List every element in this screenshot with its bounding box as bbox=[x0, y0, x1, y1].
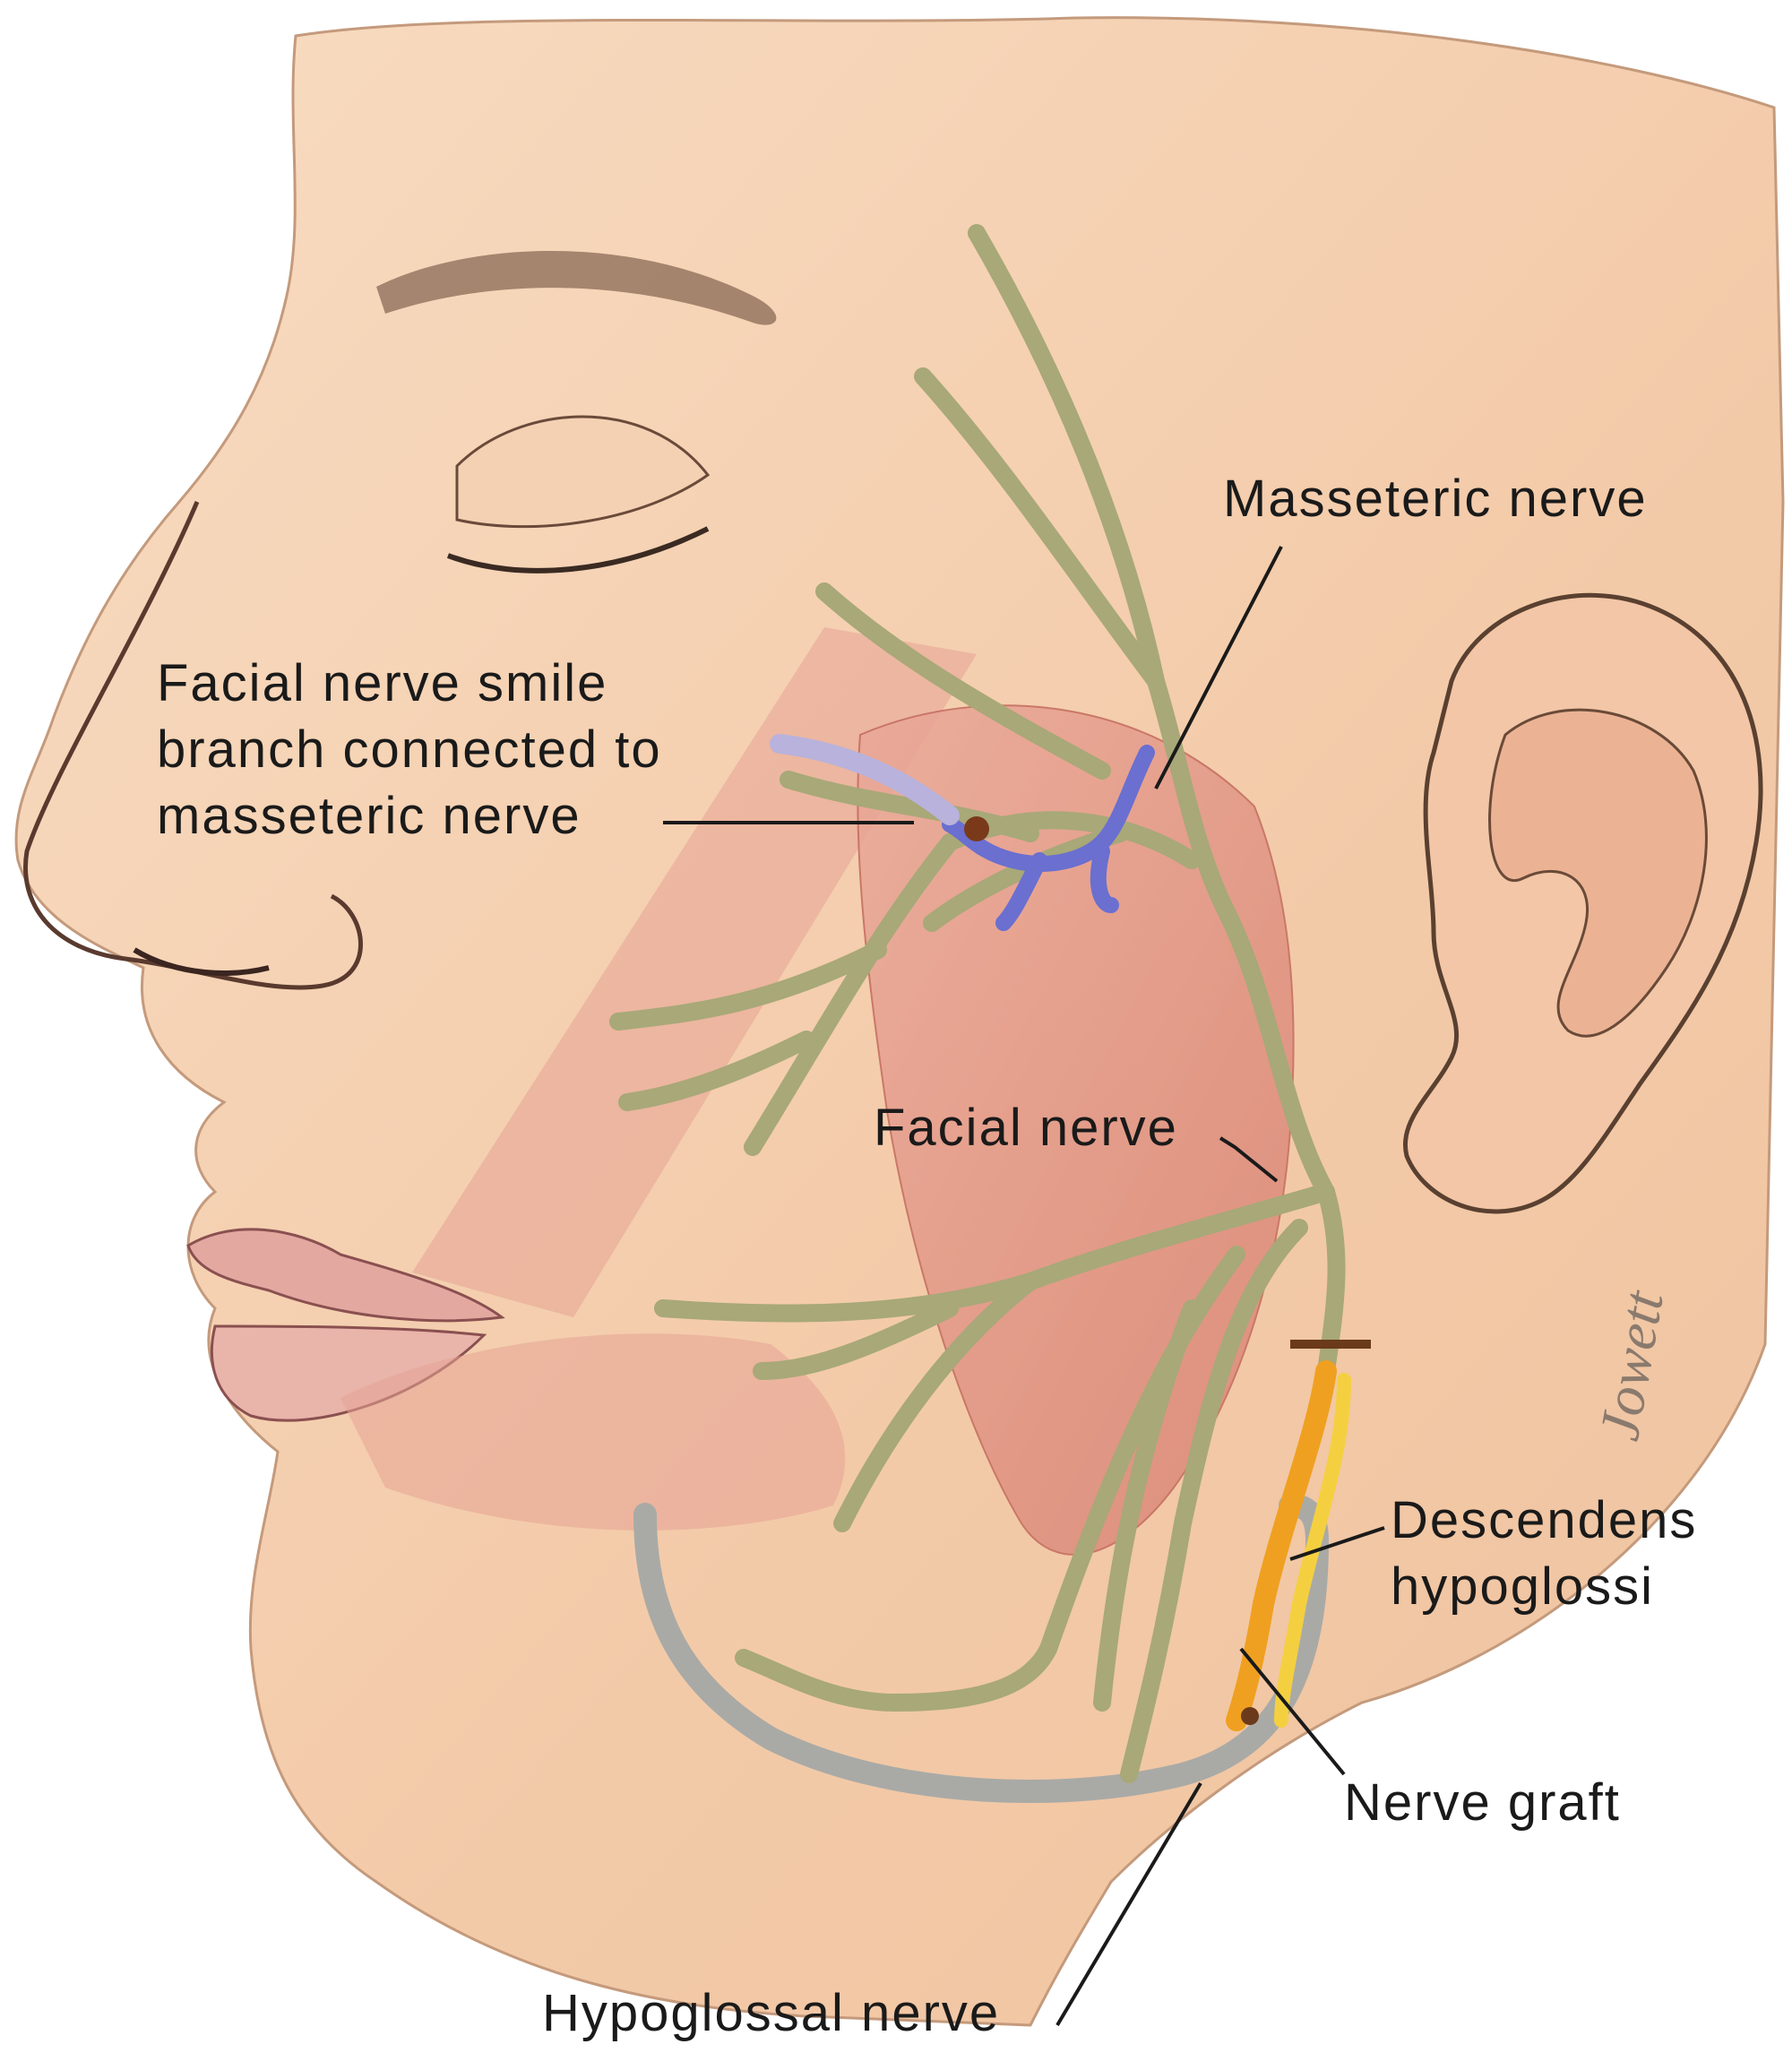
label-facial-nerve: Facial nerve bbox=[874, 1099, 1178, 1157]
nose bbox=[23, 501, 363, 990]
label-smile-branch-line1: Facial nerve smile bbox=[157, 654, 608, 712]
label-descendens-line2: hypoglossi bbox=[1391, 1557, 1655, 1616]
leader-descendens bbox=[1289, 1526, 1385, 1561]
upper-lip bbox=[186, 1228, 505, 1323]
label-masseteric-nerve: Masseteric nerve bbox=[1223, 470, 1648, 528]
neurorrhaphy-suture bbox=[964, 816, 989, 841]
label-hypoglossal-nerve: Hypoglossal nerve bbox=[542, 1984, 1001, 2042]
label-smile-branch-line2: branch connected to bbox=[157, 720, 662, 779]
ear-inner bbox=[1488, 708, 1708, 1038]
smile-branch bbox=[770, 734, 960, 825]
leader-nerve-graft bbox=[1239, 1647, 1346, 1776]
label-nerve-graft: Nerve graft bbox=[1344, 1773, 1621, 1832]
nostril bbox=[133, 947, 270, 976]
leader-hypoglossal bbox=[1055, 1781, 1202, 2027]
nerve-graft bbox=[1226, 1360, 1337, 1731]
descendens-hypoglossi bbox=[1274, 1373, 1351, 1728]
masseteric-nerve bbox=[942, 745, 1155, 931]
lip-muscle bbox=[340, 1333, 846, 1531]
eyebrow bbox=[376, 251, 777, 325]
leader-facial-nerve bbox=[1219, 1136, 1279, 1183]
eyelashes bbox=[446, 526, 710, 574]
leader-masseteric bbox=[1154, 546, 1283, 789]
eyelid bbox=[455, 415, 711, 529]
label-smile-branch-line3: masseteric nerve bbox=[157, 787, 582, 845]
graft-suture-bottom bbox=[1241, 1707, 1259, 1725]
label-descendens-line1: Descendens bbox=[1391, 1491, 1698, 1549]
leader-lines bbox=[663, 546, 1385, 2027]
